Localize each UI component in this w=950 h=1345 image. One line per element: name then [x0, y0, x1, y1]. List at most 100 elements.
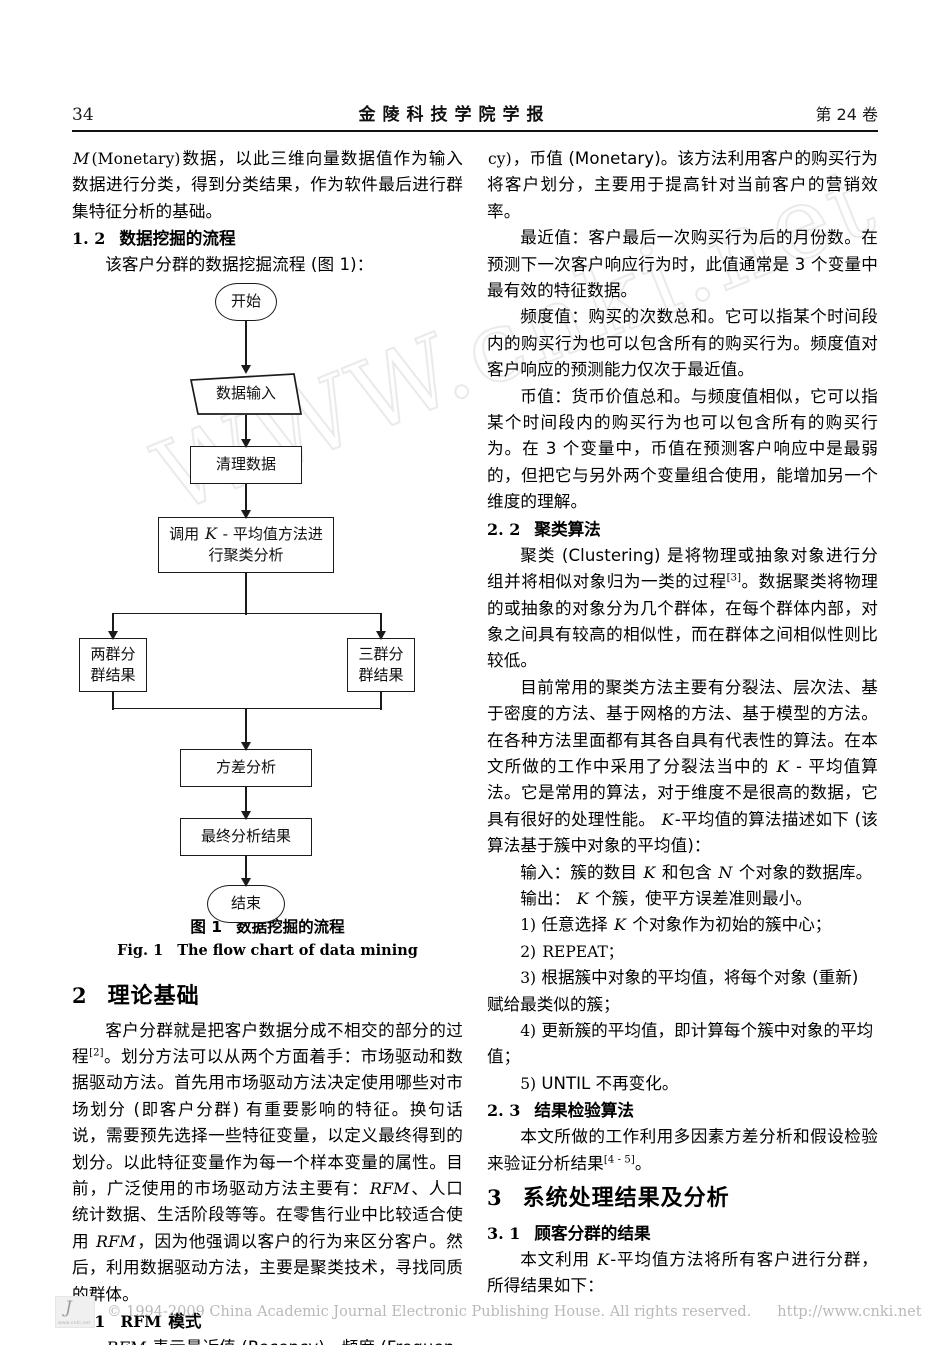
flow-node-start: 开始: [215, 282, 277, 321]
heading-1-2-title: 数据挖掘的流程: [119, 229, 236, 249]
flow-node-two-cluster-line1: 两群分: [90, 644, 136, 663]
clustering-result-text-1: 本文利用: [520, 1250, 597, 1270]
flow-node-data-input-label: 数据输入: [215, 384, 276, 403]
flow-node-final-result: 最终分析结果: [180, 817, 312, 856]
theory-text-1: 客户分群就是把客户数据分成不相交的部分的过程: [72, 1020, 463, 1067]
italic-rfm-3: RFM: [105, 1338, 147, 1345]
heading-2-2-title: 聚类算法: [534, 519, 601, 539]
figure-1-label-en: Fig. 1: [117, 941, 164, 959]
volume-label: 第 24 卷: [815, 105, 878, 124]
flow-node-kmeans-line1: 调用 K - 平均值方法进: [169, 523, 323, 545]
flow-connector-anova-final: [245, 786, 247, 815]
flow-node-clean-data-label: 清理数据: [215, 455, 276, 474]
step-4-pre: 更新簇的平均值，即计算每个簇中对象的平均值；: [487, 1021, 874, 1067]
flow-node-variance-analysis-label: 方差分析: [215, 758, 276, 777]
running-header: 34 金陵科技学院学报 第 24 卷: [72, 100, 878, 134]
italic-k-output: K: [576, 888, 589, 908]
theory-text-2: 。划分方法可以从两个方面着手：市场驱动和数据驱动方法。首先用市场驱动方法决定使用…: [72, 1047, 463, 1199]
paragraph-result-verification: 本文所做的工作利用多因素方差分析和假设检验来验证分析结果[4 - 5]。: [487, 1124, 878, 1177]
heading-section-3-number: 3: [487, 1185, 503, 1211]
step-1-pre: 任意选择: [541, 915, 614, 935]
clustering-text-1: 聚类 (Clustering) 是将物理或抽象对象进行分组并将相似对象归为一类的…: [487, 545, 878, 592]
heading-3-1-title: 顾客分群的结果: [534, 1224, 651, 1244]
reference-marker-4-5: [4 - 5]: [603, 1154, 635, 1166]
step-1-post: 个对象作为初始的簇中心；: [627, 915, 832, 935]
paragraph-recency: 最近值：客户最后一次购买行为后的月份数。在预测下一次客户响应行为时，此值通常是 …: [487, 228, 878, 301]
flow-arrow-merge-anova: [241, 741, 251, 751]
heading-section-3-title: 系统处理结果及分析: [522, 1186, 730, 1212]
flow-connector-three-merge: [380, 691, 382, 710]
flow-connector-final-end: [245, 855, 247, 882]
flow-arrow-start-input: [241, 364, 251, 374]
figure-1-label-cn: 图 1: [190, 917, 223, 936]
paragraph-frequency: 频度值：购买的次数总和。它可以指某个时间段内的购买行为也可以包含所有的购买行为。…: [487, 307, 878, 380]
kmeans-post: - 平均值方法进: [217, 525, 323, 544]
reference-marker-3: [3]: [726, 572, 742, 584]
flow-node-three-cluster-line1: 三群分: [358, 644, 404, 663]
methods-text-3: -平均值的算法描述如下 (该算法基于簇中对象的平均值)：: [487, 809, 879, 856]
italic-m: M: [73, 149, 90, 168]
flow-connector-input-clean: [245, 414, 247, 443]
left-column: M(Monetary)数据，以此三维向量数据值作为输入数据进行分类，得到分类结果…: [72, 146, 463, 1345]
flow-connector-clean-kmeans: [245, 483, 247, 514]
flow-connector-bus-right: [380, 612, 382, 635]
heading-2-2: 2. 2 聚类算法: [487, 516, 878, 543]
heading-2-1-title: 模式: [162, 1312, 202, 1332]
italic-k-2: K: [661, 809, 674, 829]
figure-1-title-en: The flow chart of data mining: [177, 941, 418, 959]
step-2-index: 2): [520, 942, 537, 961]
algorithm-step-1: 1) 任意选择 K 个对象作为初始的簇中心；: [487, 912, 878, 938]
flow-node-three-cluster-result: 三群分 群结果: [347, 637, 415, 692]
roman-cy: cy): [488, 150, 512, 168]
flow-bus-horizontal-bottom: [112, 707, 382, 710]
algorithm-step-3: 3) 根据簇中对象的平均值，将每个对象 (重新) 赋给最类似的簇；: [487, 965, 878, 1018]
flow-connector-kmeans-bus: [245, 572, 247, 615]
paragraph-clustering-def: 聚类 (Clustering) 是将物理或抽象对象进行分组并将相似对象归为一类的…: [487, 543, 878, 675]
kmeans-italic-k: K: [204, 524, 217, 544]
paragraph-clustering-methods: 目前常用的聚类方法主要有分裂法、层次法、基于密度的方法、基于网格的方法、基于模型…: [487, 675, 878, 860]
heading-1-2-number: 1. 2: [72, 229, 106, 249]
frequency-continued-text: ，币值 (Monetary)。该方法利用客户的购买行为将客户划分，主要用于提高针…: [487, 149, 878, 221]
cnki-logo-icon: J www.cnki.net: [55, 1296, 95, 1328]
heading-2-2-number: 2. 2: [487, 519, 521, 539]
paragraph-rfm-definition: RFM 表示最近值 (Recency)，频度 (Frequen-: [72, 1335, 463, 1345]
flow-arrow-three-cluster: [376, 630, 386, 640]
output-text-1: 输出：: [520, 888, 576, 908]
heading-section-3: 3 系统处理结果及分析: [487, 1177, 878, 1220]
paragraph-monetary-continued: M(Monetary)数据，以此三维向量数据值作为输入数据进行分类，得到分类结果…: [72, 146, 463, 225]
input-text-1: 输入：簇的数目: [520, 862, 643, 882]
flow-arrow-input-clean: [241, 438, 251, 448]
flow-arrow-anova-final: [241, 810, 251, 820]
theory-text-4: ，因为他强调以客户的行为来区分客户。然后，利用数据驱动方法，主要是聚类技术，寻找…: [72, 1231, 463, 1304]
italic-rfm-1: RFM: [369, 1179, 410, 1199]
flowchart-data-mining: 开始 数据输入 清理数据 调用 K - 平均值方法进 行聚类分: [72, 282, 463, 923]
step-4-index: 4): [520, 1022, 537, 1040]
flow-arrow-two-cluster: [108, 630, 118, 640]
step-1-italic-k: K: [614, 915, 626, 935]
cnki-logo-mark: J: [65, 1298, 72, 1318]
flow-node-clean-data: 清理数据: [190, 445, 302, 484]
kmeans-pre: 调用: [169, 525, 204, 544]
flow-node-kmeans-line2: 行聚类分析: [208, 546, 284, 565]
heading-2-3-number: 2. 3: [487, 1101, 521, 1121]
paragraph-customer-clustering-result: 本文利用 K-平均值方法将所有客户进行分群，所得结果如下：: [487, 1247, 878, 1300]
parallelogram-shape: [190, 372, 302, 415]
algorithm-step-4: 4) 更新簇的平均值，即计算每个簇中对象的平均值；: [487, 1018, 878, 1071]
clustering-text-2: 。数据聚类将物理的或抽象的对象分为几个群体，在每个群体内部，对象之间具有较高的相…: [487, 572, 878, 671]
verification-text-1: 本文所做的工作利用多因素方差分析和假设检验来验证分析结果: [487, 1127, 878, 1173]
rfm-definition-text: 表示最近值 (Recency)，频度 (Frequen-: [147, 1338, 460, 1345]
step-3-index: 3): [520, 969, 537, 988]
algorithm-step-5: 5) UNTIL 不再变化。: [487, 1071, 878, 1097]
flow-node-data-input: 数据输入: [190, 372, 302, 415]
flow-node-kmeans: 调用 K - 平均值方法进 行聚类分析: [158, 516, 334, 573]
italic-rfm-2: RFM: [96, 1231, 136, 1251]
paragraph-flow-intro: 该客户分群的数据挖掘流程 (图 1)：: [105, 255, 374, 275]
clustering-result-text-2: -平均值方法将所有客户进行分群，所得结果如下：: [487, 1250, 879, 1296]
step-2-pre: REPEAT；: [542, 942, 624, 961]
flow-arrow-clean-kmeans: [241, 509, 251, 519]
footer-copyright-line: © 1994-2009 China Academic Journal Elect…: [107, 1304, 922, 1320]
flow-connector-merge-anova: [245, 707, 247, 746]
